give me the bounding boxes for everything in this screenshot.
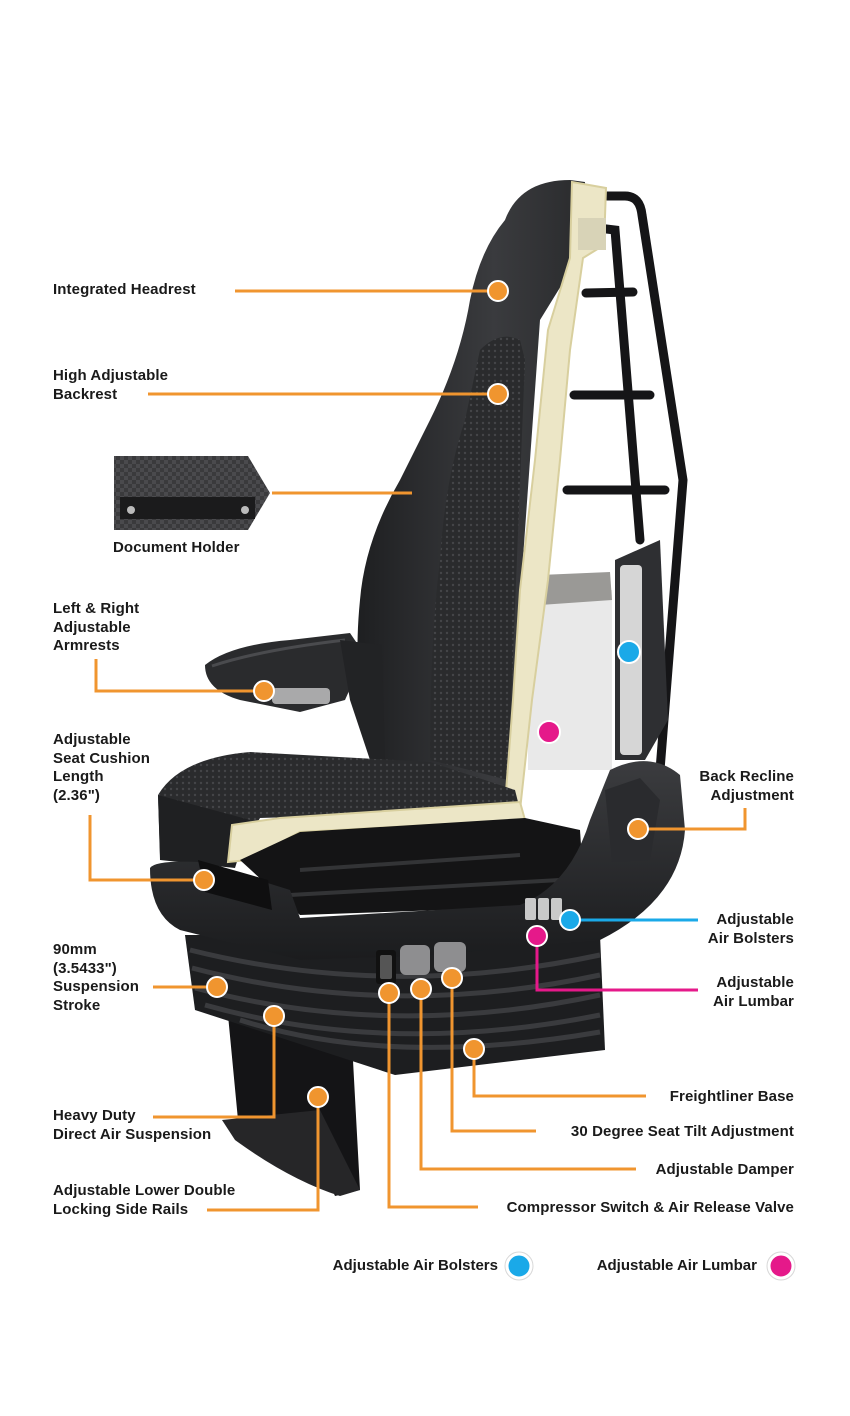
- backrest-foam: [503, 180, 608, 812]
- leader-seat-tilt: [450, 978, 536, 1133]
- seat-pan: [240, 818, 585, 915]
- dot-back-recline: [627, 818, 649, 840]
- label-freightliner-base: Freightliner Base: [669, 1088, 794, 1105]
- label-document-holder: Document Holder: [113, 539, 240, 556]
- truck-seat-cutaway-illustration: [150, 180, 688, 1196]
- foam-top-pad: [578, 218, 606, 250]
- leader-adjustable-damper: [419, 989, 636, 1171]
- leader-freightliner-base: [472, 1049, 646, 1098]
- legend-bolsters-icon: [505, 1252, 533, 1280]
- dot-direct-air-suspension: [263, 1005, 285, 1027]
- label-air-lumbar: Adjustable Air Lumbar: [712, 974, 794, 1010]
- label-compressor-switch: Compressor Switch & Air Release Valve: [506, 1199, 794, 1216]
- marker-bolster-in-seat: [617, 640, 641, 664]
- leader-direct-air-suspension: [153, 1016, 276, 1119]
- dot-integrated-headrest: [487, 280, 509, 302]
- leader-air-lumbar: [535, 936, 698, 992]
- damper-knob: [400, 945, 430, 975]
- armrest: [205, 633, 385, 760]
- leader-seat-cushion-length: [88, 815, 204, 882]
- dot-high-adjustable-backrest: [487, 383, 509, 405]
- dot-seat-cushion-length: [193, 869, 215, 891]
- air-control-buttons: [525, 898, 562, 920]
- label-direct-air-suspension: Heavy Duty Direct Air Suspension: [53, 1107, 212, 1143]
- front-handle: [198, 860, 272, 910]
- seat-rails: [289, 853, 561, 897]
- leader-compressor-switch: [387, 993, 478, 1209]
- dot-suspension-stroke: [206, 976, 228, 998]
- leader-lines: [88, 289, 747, 1212]
- base-bracket: [222, 1110, 360, 1196]
- leader-side-rails: [207, 1097, 320, 1212]
- label-armrests: Left & Right Adjustable Armrests: [53, 600, 140, 654]
- label-adjustable-damper: Adjustable Damper: [655, 1161, 794, 1178]
- label-seat-cushion-length: Adjustable Seat Cushion Length (2.36"): [53, 731, 151, 804]
- dot-air-bolsters: [559, 909, 581, 931]
- callout-dots: [193, 280, 649, 1108]
- label-high-adjustable-backrest: High Adjustable Backrest: [53, 367, 169, 403]
- dot-freightliner-base: [463, 1038, 485, 1060]
- tilt-knob: [434, 942, 466, 972]
- dot-side-rails: [307, 1086, 329, 1108]
- dot-seat-tilt: [441, 967, 463, 989]
- document-holder-swatch: [114, 456, 270, 530]
- label-side-rails: Adjustable Lower Double Locking Side Rai…: [53, 1182, 236, 1218]
- seat-cushion-side: [158, 795, 250, 868]
- label-air-bolsters: Adjustable Air Bolsters: [707, 911, 794, 947]
- backrest-center-panel: [430, 336, 525, 780]
- marker-lumbar-in-seat: [537, 720, 561, 744]
- legend-bolsters-label: Adjustable Air Bolsters: [332, 1257, 498, 1274]
- dot-air-lumbar: [526, 925, 548, 947]
- leader-armrests: [94, 659, 264, 693]
- compressor-switch-face: [380, 955, 392, 979]
- label-integrated-headrest: Integrated Headrest: [53, 281, 196, 298]
- dot-adjustable-damper: [410, 978, 432, 1000]
- legend-lumbar-icon: [767, 1252, 795, 1280]
- dot-armrests: [253, 680, 275, 702]
- legend-lumbar-label: Adjustable Air Lumbar: [596, 1257, 757, 1274]
- dot-compressor-switch: [378, 982, 400, 1004]
- label-seat-tilt: 30 Degree Seat Tilt Adjustment: [570, 1123, 794, 1140]
- leader-back-recline: [638, 808, 747, 831]
- label-suspension-stroke: 90mm (3.5433") Suspension Stroke: [53, 941, 140, 1014]
- label-back-recline: Back Recline Adjustment: [699, 768, 794, 804]
- lumbar-mesh: [540, 572, 612, 605]
